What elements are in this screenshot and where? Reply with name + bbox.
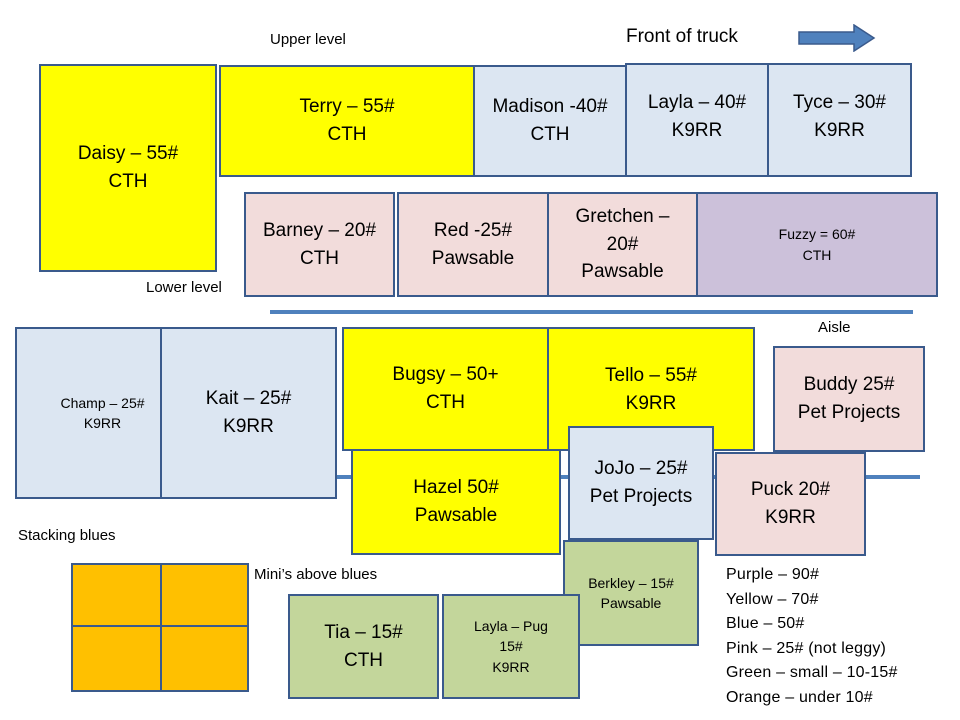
legend-item-yellow: Yellow – 70# [726, 590, 819, 608]
crate-tia-rescue: CTH [343, 649, 384, 671]
crate-tello-rescue: K9RR [625, 392, 677, 414]
crate-layla-pug: Layla – Pug 15# K9RR [442, 594, 580, 699]
crate-layla-rescue: K9RR [671, 119, 723, 141]
crate-gretchen-name: Gretchen – [575, 206, 670, 228]
crate-champ-rescue: K9RR [83, 415, 122, 431]
orange-mini-crates [71, 563, 249, 692]
aisle-line-top [270, 310, 913, 314]
crate-buddy-rescue: Pet Projects [797, 402, 901, 423]
crate-daisy-name: Daisy – 55# [77, 143, 179, 165]
crate-tyce-rescue: K9RR [814, 119, 865, 141]
crate-tia: Tia – 15# CTH [288, 594, 439, 699]
crate-layla-pug-rescue: K9RR [492, 658, 530, 675]
crate-gretchen-rescue: Pawsable [581, 261, 664, 283]
crate-hazel-name: Hazel 50# [413, 477, 499, 499]
crate-daisy-rescue: CTH [108, 171, 148, 192]
crate-tyce: Tyce – 30# K9RR [767, 63, 912, 177]
crate-jojo-name: JoJo – 25# [594, 458, 688, 480]
crate-gretchen: Gretchen – 20# Pawsable [547, 192, 698, 297]
crate-barney-rescue: CTH [299, 247, 340, 269]
crate-barney-name: Barney – 20# [262, 219, 377, 241]
crate-red-name: Red -25# [433, 219, 513, 241]
upper-level-label: Upper level [270, 31, 346, 48]
crate-buddy-name: Buddy 25# [803, 374, 895, 396]
crate-puck: Puck 20# K9RR [715, 452, 866, 556]
crate-bugsy: Bugsy – 50+ CTH [342, 327, 549, 451]
stacking-blues-label: Stacking blues [18, 527, 116, 544]
right-arrow-icon [798, 24, 876, 52]
crate-champ-name: Champ – 25# [60, 394, 145, 411]
crate-champ: Champ – 25# K9RR [15, 327, 162, 499]
crate-terry-name: Terry – 55# [299, 96, 395, 118]
crate-terry-rescue: CTH [327, 124, 367, 145]
crate-berkley: Berkley – 15# Pawsable [563, 540, 699, 646]
crate-jojo-rescue: Pet Projects [589, 486, 693, 507]
crate-kait-rescue: K9RR [223, 416, 274, 437]
crate-jojo: JoJo – 25# Pet Projects [568, 426, 714, 540]
crate-madison-name: Madison -40# [492, 96, 608, 118]
crate-terry: Terry – 55# CTH [219, 65, 475, 177]
crate-madison-rescue: CTH [530, 124, 570, 145]
crate-kait-name: Kait – 25# [205, 388, 292, 410]
crate-puck-name: Puck 20# [750, 479, 831, 501]
crate-tia-name: Tia – 15# [324, 621, 403, 643]
crate-layla-pug-weight: 15# [499, 638, 523, 655]
crate-fuzzy-rescue: CTH [802, 246, 832, 263]
legend-item-green: Green – small – 10-15# [726, 664, 898, 681]
orange-divider-horizontal [73, 625, 247, 627]
aisle-label: Aisle [818, 319, 851, 336]
crate-red-rescue: Pawsable [431, 247, 515, 269]
crate-puck-rescue: K9RR [765, 507, 816, 528]
crate-daisy: Daisy – 55# CTH [39, 64, 217, 272]
crate-fuzzy-name: Fuzzy = 60# [778, 226, 856, 243]
legend-item-purple: Purple – 90# [726, 566, 820, 583]
orange-divider-vertical [160, 565, 162, 690]
front-of-truck-label: Front of truck [626, 26, 738, 47]
crate-buddy: Buddy 25# Pet Projects [773, 346, 925, 452]
minis-above-blues-label: Mini’s above blues [254, 566, 378, 583]
crate-gretchen-weight: 20# [606, 233, 639, 255]
crate-hazel: Hazel 50# Pawsable [351, 449, 561, 555]
crate-tyce-name: Tyce – 30# [793, 92, 886, 113]
lower-level-label: Lower level [146, 279, 222, 296]
crate-madison: Madison -40# CTH [473, 65, 627, 177]
crate-red: Red -25# Pawsable [397, 192, 549, 297]
size-legend: Purple – 90# Yellow – 70# Blue – 50# Pin… [726, 563, 898, 710]
crate-layla: Layla – 40# K9RR [625, 63, 769, 177]
legend-item-orange: Orange – under 10# [726, 688, 873, 706]
crate-fuzzy: Fuzzy = 60# CTH [696, 192, 938, 297]
crate-layla-name: Layla – 40# [647, 92, 747, 113]
crate-bugsy-name: Bugsy – 50+ [392, 364, 499, 386]
crate-kait: Kait – 25# K9RR [160, 327, 337, 499]
legend-item-pink: Pink – 25# (not leggy) [726, 639, 887, 657]
crate-bugsy-rescue: CTH [425, 392, 466, 413]
crate-tello-name: Tello – 55# [605, 365, 697, 386]
crate-berkley-rescue: Pawsable [600, 595, 662, 611]
legend-item-blue: Blue – 50# [726, 615, 805, 632]
crate-hazel-rescue: Pawsable [414, 505, 498, 526]
crate-berkley-name: Berkley – 15# [588, 574, 674, 591]
crate-barney: Barney – 20# CTH [244, 192, 395, 297]
crate-layla-pug-name: Layla – Pug [474, 618, 548, 635]
